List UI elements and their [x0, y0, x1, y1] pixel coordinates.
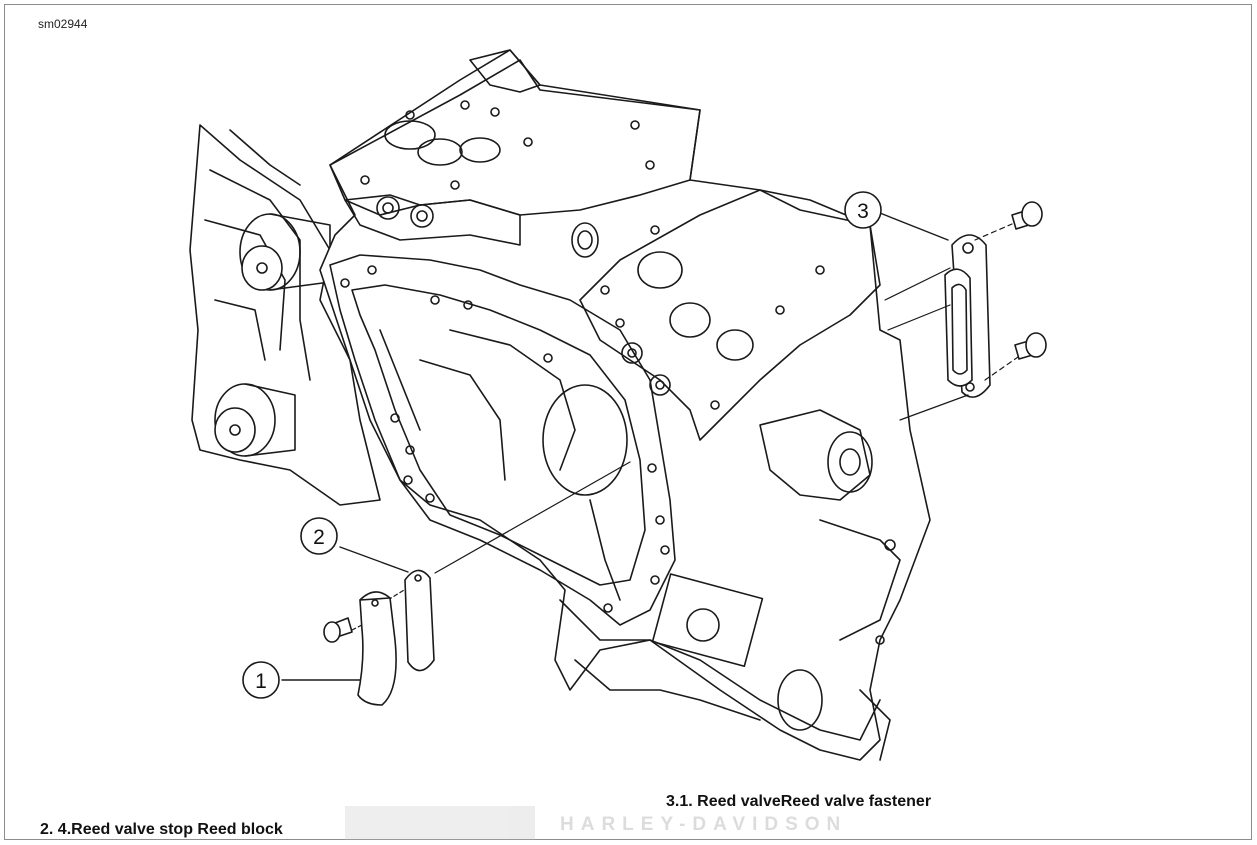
watermark-brand: HARLEY-DAVIDSON	[560, 814, 848, 835]
figure-frame	[4, 4, 1252, 840]
reed-valve-screws	[1011, 201, 1047, 360]
figure-id: sm02944	[38, 17, 88, 31]
reed-valve-assembly	[944, 234, 991, 398]
caption-right: 3.1. Reed valveReed valve fastener	[666, 793, 932, 810]
reed-valve-stop	[357, 591, 397, 706]
main-crankcase-body	[319, 49, 931, 761]
callout-2-label: 2	[313, 526, 325, 549]
callout-1-label: 1	[255, 670, 267, 693]
left-crankcase-half	[189, 124, 381, 506]
reed-stop-screw	[323, 617, 353, 643]
caption-left: 2. 4.Reed valve stop Reed block	[40, 821, 283, 838]
leader-lines	[281, 212, 949, 681]
callout-3-label: 3	[857, 200, 869, 223]
reed-block	[404, 569, 435, 672]
watermark-logo-block	[345, 806, 535, 840]
callout-circles	[242, 191, 882, 699]
watermark: HARLEY-DAVIDSON	[345, 800, 890, 840]
